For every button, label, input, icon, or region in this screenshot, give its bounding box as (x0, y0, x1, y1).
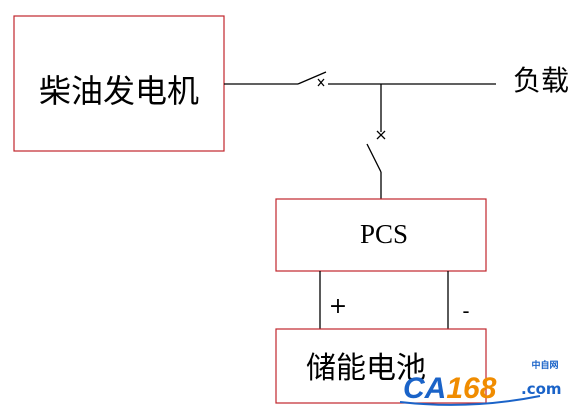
battery-label: 储能电池 (306, 351, 426, 386)
diesel-generator-box (13, 15, 225, 152)
battery-block: 储能电池 (275, 328, 487, 404)
main-bus (224, 71, 496, 87)
diesel-generator-block: 柴油发电机 (13, 15, 225, 152)
battery-box (275, 328, 487, 404)
logo-swoosh-icon (399, 395, 541, 406)
pcs-branch (366, 84, 386, 199)
load-label: 负载 (513, 64, 569, 97)
logo-text: CA168 (403, 372, 497, 405)
pcs-switch-blade (366, 143, 382, 173)
dc-links: + - (319, 271, 470, 329)
logo-text-left: CA (403, 372, 446, 405)
ca168-logo: 中自网 CA168 .com (399, 359, 562, 406)
generator-switch-blade (297, 71, 327, 85)
logo-suffix: .com (521, 380, 562, 398)
positive-label: + (329, 294, 347, 319)
logo-text-right: 168 (446, 372, 496, 405)
diesel-generator-label: 柴油发电机 (39, 72, 199, 110)
logo-subtitle: 中自网 (531, 359, 558, 371)
generator-switch-x-icon (317, 78, 325, 87)
pcs-block: PCS (275, 198, 487, 272)
pcs-switch-x-icon (376, 130, 386, 140)
pcs-box (275, 198, 487, 272)
negative-label: - (462, 299, 469, 323)
pcs-label: PCS (360, 219, 408, 249)
